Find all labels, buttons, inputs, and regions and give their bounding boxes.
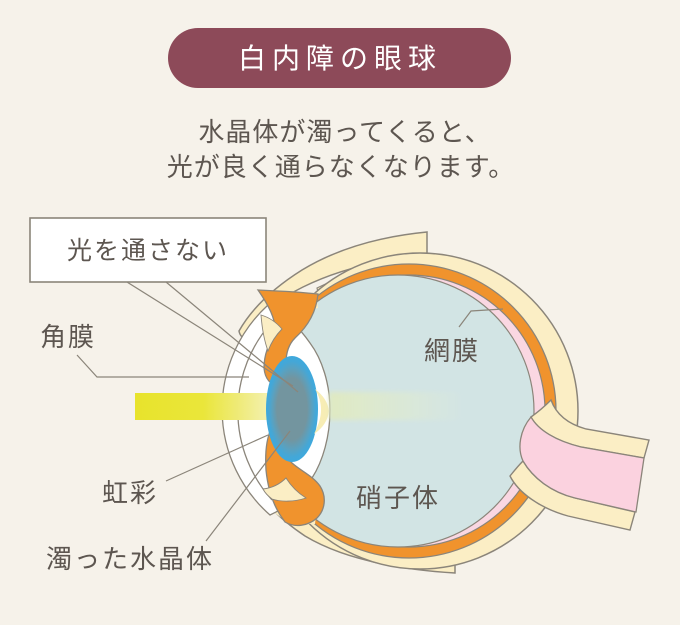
leader-cloudy-lens bbox=[205, 430, 291, 542]
leader-callout-2 bbox=[165, 281, 299, 393]
lens-highlight-crescent bbox=[314, 389, 329, 434]
callout-box: 光を通さない bbox=[29, 217, 267, 283]
label-retina: 網膜 bbox=[424, 336, 480, 366]
label-vitreous: 硝子体 bbox=[356, 483, 440, 513]
title-badge: 白内障の眼球 bbox=[168, 28, 511, 88]
leader-iris bbox=[165, 434, 269, 482]
title-badge-pill bbox=[168, 28, 511, 88]
callout-frame bbox=[29, 217, 267, 283]
subtitle-line-1: 水晶体が濁ってくると、 bbox=[198, 117, 491, 147]
light-beam-incoming bbox=[135, 393, 271, 420]
cloudy-lens bbox=[266, 356, 318, 462]
callout-label: 光を通さない bbox=[67, 237, 229, 265]
label-iris: 虹彩 bbox=[102, 478, 158, 508]
leader-callout-1 bbox=[126, 281, 294, 387]
sclera-wedge-top bbox=[260, 314, 283, 353]
page-title: 白内障の眼球 bbox=[238, 43, 442, 75]
sclera-wedge-bottom bbox=[262, 477, 308, 502]
leader-retina bbox=[458, 308, 504, 328]
label-cornea: 角膜 bbox=[40, 322, 96, 352]
light-beam-faded bbox=[329, 392, 464, 420]
eye-illustration bbox=[135, 231, 650, 574]
label-cloudy-lens: 濁った水晶体 bbox=[46, 544, 214, 574]
leader-lines bbox=[76, 281, 504, 542]
subtitle-line-2: 光が良く通らなくなります。 bbox=[167, 152, 515, 182]
optic-nerve-core bbox=[519, 415, 645, 513]
leader-cornea bbox=[76, 354, 249, 378]
